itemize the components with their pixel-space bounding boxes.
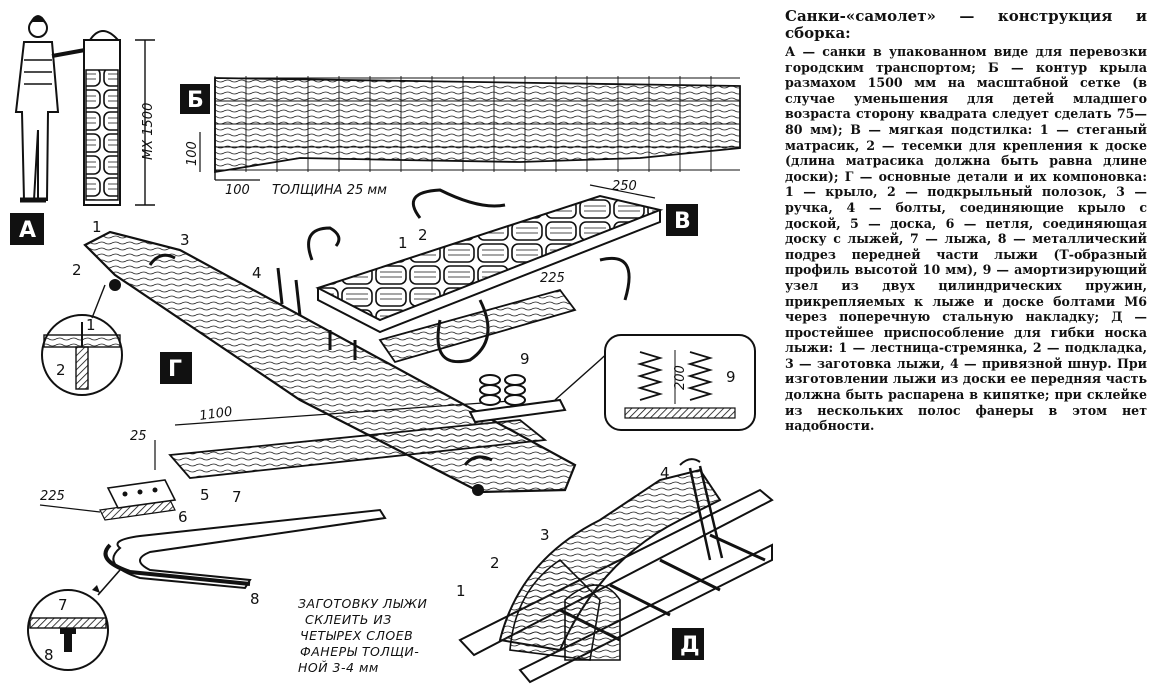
- technical-drawing: МХ 1500 А 100 100 ТОЛЩИНА 25 мм Б 250 1 …: [10, 15, 774, 684]
- figure-d-bending-jig: 1 2 3 4: [456, 458, 774, 684]
- detail-circle-runner: 1 2: [41, 284, 123, 396]
- caption-body: А — санки в упакованном виде для перевоз…: [785, 44, 1147, 434]
- figure-caption: Санки-«самолет» — конструкция и сборка: …: [785, 8, 1147, 434]
- mattress-width-dimension: 250: [612, 179, 637, 194]
- callout-detail-runner: 2: [56, 361, 66, 379]
- callout-detail-ski: 7: [58, 596, 68, 614]
- callout-runner: 2: [72, 261, 82, 279]
- callout-blank: 3: [540, 526, 550, 544]
- callout-bolts: 4: [252, 264, 262, 282]
- tag-b-label: Б: [187, 88, 204, 113]
- tag-g: [160, 352, 192, 384]
- height-a-dimension: МХ 1500: [141, 103, 156, 160]
- note-line-2: СКЛЕИТЬ ИЗ: [305, 612, 392, 627]
- figure-b-wing-grid: 100 100 ТОЛЩИНА 25 мм: [185, 76, 741, 198]
- callout-pad: 2: [490, 554, 500, 572]
- detail-circle-ski-edge: 7 8: [27, 569, 121, 671]
- callout-handle: 3: [180, 231, 190, 249]
- callout-detail-bolt: 1: [86, 316, 96, 334]
- tag-g-label: Г: [168, 357, 182, 382]
- callout-spring: 9: [520, 350, 530, 368]
- tag-d: [672, 628, 704, 660]
- note-line-1: ЗАГОТОВКУ ЛЫЖИ: [298, 596, 427, 611]
- callout-detail-edge: 8: [44, 646, 54, 664]
- detail-spring-unit: 200 9: [554, 334, 756, 431]
- grid-height-dimension: 100: [185, 141, 200, 166]
- figure-g-assembly: 1100 25 225 225 1 2 3 4 5: [39, 218, 577, 608]
- caption-title: Санки-«самолет» — конструкция и сборка:: [785, 7, 1147, 42]
- grid-width-dimension: 100: [225, 183, 250, 198]
- callout-mattress: 1: [398, 234, 408, 252]
- callout-edge: 8: [250, 590, 260, 608]
- tag-a-label: А: [19, 218, 36, 243]
- tag-a: [10, 213, 44, 245]
- board-length-dimension: 1100: [198, 405, 233, 424]
- callout-ladder: 1: [456, 582, 466, 600]
- board-thickness-dimension: 25: [130, 429, 147, 444]
- callout-spring-detail: 9: [726, 368, 736, 386]
- note-line-4: ФАНЕРЫ ТОЛЩИ-: [300, 644, 419, 659]
- callout-loop: 6: [178, 508, 188, 526]
- tag-d-label: Д: [680, 633, 700, 658]
- ski-width-dimension: 225: [40, 489, 65, 504]
- callout-board: 5: [200, 486, 210, 504]
- tag-b: [180, 84, 210, 114]
- callout-ties: 2: [418, 226, 428, 244]
- callout-ski: 7: [232, 488, 242, 506]
- plywood-note: ЗАГОТОВКУ ЛЫЖИ СКЛЕИТЬ ИЗ ЧЕТЫРЕХ СЛОЕВ …: [298, 596, 427, 675]
- callout-wing: 1: [92, 218, 102, 236]
- note-line-3: ЧЕТЫРЕХ СЛОЕВ: [300, 628, 413, 643]
- tag-v-label: В: [674, 209, 691, 234]
- board-width-dimension: 225: [540, 271, 565, 286]
- figure-a-person-with-packed-sled: МХ 1500: [14, 15, 156, 206]
- note-line-5: НОЙ 3-4 мм: [298, 660, 379, 675]
- spring-height-dimension: 200: [673, 365, 688, 390]
- thickness-label: ТОЛЩИНА 25 мм: [272, 183, 387, 198]
- callout-cord: 4: [660, 464, 670, 482]
- tag-v: [666, 204, 698, 236]
